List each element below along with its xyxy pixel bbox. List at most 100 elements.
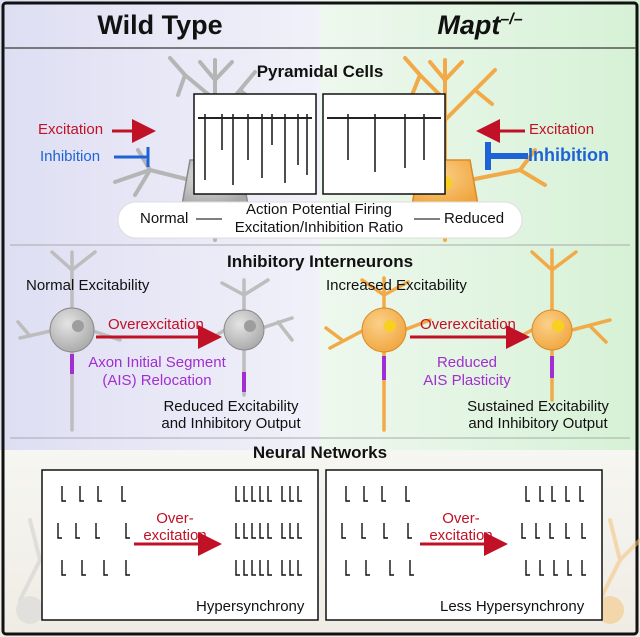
wt-excitation-label: Excitation (38, 121, 104, 138)
ko-header-superscript: –/– (500, 11, 523, 28)
ko-output-label: Sustained Excitability and Inhibitory Ou… (448, 398, 628, 432)
wt-interneuron-2-soma (223, 309, 265, 351)
wt-spikes (204, 114, 308, 185)
wt-state-label: Normal Excitability (26, 277, 150, 294)
raster-spike (289, 523, 294, 539)
raster-spike (281, 523, 286, 539)
raster-spike (365, 560, 370, 576)
raster-spike (297, 523, 302, 539)
wt-output-label: Reduced Excitability and Inhibitory Outp… (146, 398, 316, 432)
wt-output-line-2: and Inhibitory Output (161, 415, 301, 432)
raster-spike (235, 486, 240, 502)
raster-spike (535, 523, 540, 539)
ko-network-arrow-label: Over- excitation (418, 510, 504, 544)
wt-interneuron-1-nucleus (72, 320, 84, 332)
raster-spike (345, 560, 350, 576)
wt-network-arrow-line-1: Over- (156, 510, 194, 527)
ko-inhibition-label: Inhibition (528, 145, 609, 165)
ratio-scale-pill (117, 201, 523, 239)
raster-spike (259, 560, 264, 576)
ko-interneuron-1 (324, 276, 432, 432)
ko-interneuron-1-soma (361, 307, 407, 353)
raster-spike (345, 486, 350, 502)
raster-spike (565, 486, 570, 502)
ko-recording-box (322, 93, 446, 195)
raster-spike (341, 523, 346, 539)
raster-spike (405, 486, 410, 502)
ko-ais-label: Reduced AIS Plasticity (402, 354, 532, 390)
raster-spike (243, 523, 248, 539)
wt-overexcitation-label: Overexcitation (108, 316, 204, 333)
raster-spike (243, 560, 248, 576)
ko-ais-line-2: AIS Plasticity (423, 372, 511, 389)
raster-spike (383, 523, 388, 539)
wt-network-result: Hypersynchrony (196, 598, 305, 615)
raster-spike (525, 486, 530, 502)
ko-network-arrow-line-2: excitation (429, 527, 493, 544)
raster-spike (297, 560, 302, 576)
raster-spike (97, 486, 102, 502)
raster-spike (235, 523, 240, 539)
raster-spike (251, 523, 256, 539)
wt-output-line-1: Reduced Excitability (163, 398, 299, 415)
interneurons-title: Inhibitory Interneurons (226, 252, 414, 271)
ko-interneuron-2-soma (531, 309, 573, 351)
raster-spike (79, 486, 84, 502)
raster-spike (407, 523, 412, 539)
raster-spike (549, 523, 554, 539)
scale-reduced-label: Reduced (444, 210, 505, 227)
raster-spike (363, 486, 368, 502)
raster-spike (125, 560, 130, 576)
raster-spike (567, 560, 572, 576)
raster-spike (361, 523, 366, 539)
scale-center-label: Action Potential Firing Excitation/Inhib… (226, 201, 412, 237)
ko-state-label: Increased Excitability (326, 277, 467, 294)
wt-interneuron-1-soma (49, 307, 95, 353)
raster-spike (289, 560, 294, 576)
ko-output-line-2: and Inhibitory Output (468, 415, 608, 432)
raster-spike (579, 486, 584, 502)
raster-spike (103, 560, 108, 576)
raster-spike (267, 486, 272, 502)
raster-spike (281, 560, 286, 576)
ko-inhibition-bar (485, 142, 528, 170)
raster-spike (389, 560, 394, 576)
scale-line-1: Action Potential Firing (246, 201, 392, 218)
raster-spike (565, 523, 570, 539)
wt-ais-line-2: (AIS) Relocation (102, 372, 212, 389)
raster-spike (61, 486, 66, 502)
ko-interneuron-1-nucleus (384, 320, 396, 332)
ko-overexcitation-label: Overexcitation (420, 316, 516, 333)
raster-spike (553, 560, 558, 576)
scale-normal-label: Normal (140, 210, 189, 227)
raster-spike (259, 523, 264, 539)
ko-network-arrow-line-1: Over- (442, 510, 480, 527)
raster-spike (581, 523, 586, 539)
wt-inhibition-label: Inhibition (40, 148, 101, 165)
raster-spike (525, 560, 530, 576)
wt-inhibition-bar (114, 147, 150, 167)
network-spike-rasters (57, 486, 586, 576)
raster-spike (281, 486, 286, 502)
ko-network-result: Less Hypersynchrony (440, 598, 585, 615)
wt-recording-box (193, 93, 317, 195)
ko-header-gene: Mapt (437, 10, 501, 40)
raster-spike (95, 523, 100, 539)
ko-excitation-label: Excitation (529, 121, 595, 138)
raster-spike (297, 486, 302, 502)
wt-network-arrow-label: Over- excitation (132, 510, 218, 544)
wt-ais-line-1: Axon Initial Segment (88, 354, 226, 371)
raster-spike (539, 560, 544, 576)
raster-spike (521, 523, 526, 539)
raster-spike (409, 560, 414, 576)
raster-spike (81, 560, 86, 576)
raster-spike (267, 523, 272, 539)
scale-line-2: Excitation/Inhibition Ratio (234, 219, 404, 236)
ko-header: Mapt–/– (330, 10, 630, 41)
wt-interneuron-2-nucleus (244, 320, 256, 332)
ko-output-line-1: Sustained Excitability (467, 398, 609, 415)
raster-spike (75, 523, 80, 539)
